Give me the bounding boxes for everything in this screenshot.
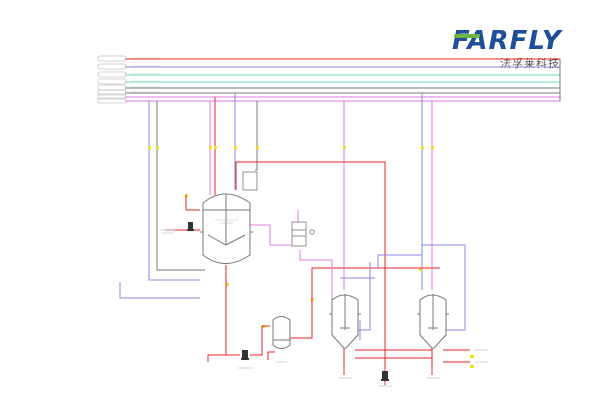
pumps — [187, 222, 389, 381]
logo-brand-text: FARFLY — [452, 26, 562, 56]
gray-loop-left — [156, 101, 205, 271]
header-label-4 — [97, 78, 127, 85]
pump-icon — [241, 350, 249, 360]
header-label-2 — [97, 63, 127, 70]
header-label-7 — [97, 93, 127, 100]
header-label-1 — [97, 55, 127, 62]
process-piping-blue — [119, 244, 466, 340]
receiver-tank — [272, 316, 291, 349]
reactor-vessel — [200, 193, 253, 264]
pump-icon — [187, 222, 194, 231]
header-label-3 — [97, 71, 127, 78]
header-lines — [97, 55, 560, 104]
pump-icon — [381, 371, 389, 381]
process-piping-red — [165, 161, 470, 385]
crystallizer-1 — [329, 294, 361, 349]
crystallizer-2 — [417, 294, 449, 349]
blue-loop-left — [148, 101, 200, 281]
header-label-8 — [97, 97, 127, 104]
header-label-6 — [97, 89, 127, 96]
gauge-icon — [309, 229, 315, 235]
equipment-tags — [160, 219, 488, 387]
process-piping-magenta — [245, 210, 333, 300]
condenser — [242, 171, 315, 247]
header-label-5 — [97, 84, 127, 91]
